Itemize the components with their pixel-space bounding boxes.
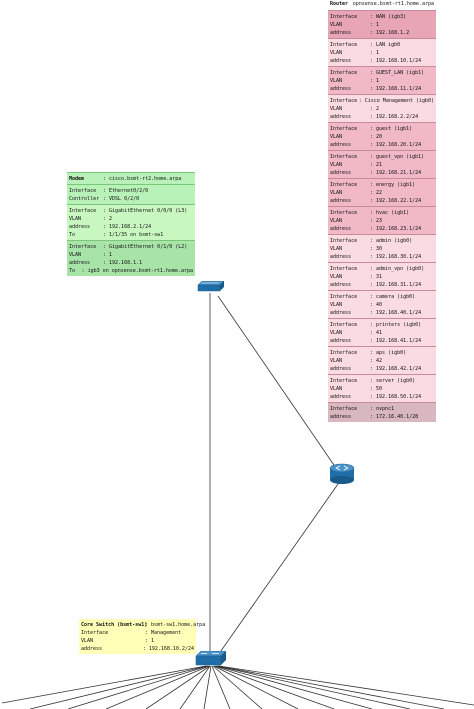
- router-interface-admin-vpn: Interface: admin_vpn (igb0) VLAN: 31 add…: [328, 262, 436, 290]
- router-interface-lan: Interface: LAN igb0 VLAN: 1 address: 192…: [328, 38, 436, 66]
- router-interface-hvac: Interface: hvac (igb1) VLAN: 23 address:…: [328, 206, 436, 234]
- router-interface-cisco-management: Interface: Cisco Management (igb0) VLAN:…: [328, 94, 436, 122]
- modem-title: Modem: [69, 176, 85, 182]
- modem-interface-gi010: Interface: GigabitEthernet 0/1/0 (L2) VL…: [67, 240, 195, 276]
- router-interface-energy: Interface: energy (igb1) VLAN: 22 addres…: [328, 178, 436, 206]
- modem-to-router-link: [217, 295, 337, 469]
- router-interface-camera: Interface: camera (igb0) VLAN: 40 addres…: [328, 290, 436, 318]
- router-interface-guest-vpn: Interface: guest_vpn (igb1) VLAN: 21 add…: [328, 150, 436, 178]
- core-switch-host: : bsmt-sw1.home.arpa: [145, 622, 206, 628]
- router-host: opnsense.bsmt-rt1.home.arpa: [352, 1, 434, 7]
- router-interface-printers: Interface: printers (igb0) VLAN: 41 addr…: [328, 318, 436, 346]
- router-interface-wan: Interface: WAN (igb3) VLAN: 1 address: 1…: [328, 10, 436, 38]
- modem-switch-icon[interactable]: [197, 281, 225, 294]
- modem-interface-gi000: Interface: GigabitEthernet 0/0/0 (L3) VL…: [67, 204, 195, 240]
- router-to-core-switch-link: [215, 483, 339, 659]
- modem-interface-ethernet: Interface: Ethernet0/2/0 Controller: VDS…: [67, 184, 195, 204]
- router-icon[interactable]: [329, 462, 357, 486]
- router-interface-server: Interface: server (igb0) VLAN: 50 addres…: [328, 374, 436, 402]
- router-interface-aps: Interface: aps (igb0) VLAN: 42 address: …: [328, 346, 436, 374]
- router-interface-guest: Interface: guest (igb1) VLAN: 20 address…: [328, 122, 436, 150]
- modem-header: Modem : cisco.bsmt-rt2.home.arpa: [67, 172, 195, 184]
- core-switch-title: Core Switch (bsmt-sw1): [81, 622, 148, 628]
- router-interface-admin: Interface: admin (igb0) VLAN: 30 address…: [328, 234, 436, 262]
- core-switch-icon[interactable]: [195, 651, 227, 667]
- modem-host: : cisco.bsmt-rt2.home.arpa: [103, 176, 182, 182]
- router-interface-guest-lan: Interface: GUEST_LAN (igb1) VLAN: 1 addr…: [328, 66, 436, 94]
- core-switch-panel: Core Switch (bsmt-sw1): bsmt-sw1.home.ar…: [79, 619, 205, 654]
- router-interface-ovpnc1: Interface: ovpnc1 address: 172.16.40.1/2…: [328, 402, 436, 422]
- router-title: Router: [330, 1, 349, 7]
- core-switch-downlinks: [1, 665, 474, 709]
- modem-panel: Modem : cisco.bsmt-rt2.home.arpa Interfac…: [67, 172, 195, 276]
